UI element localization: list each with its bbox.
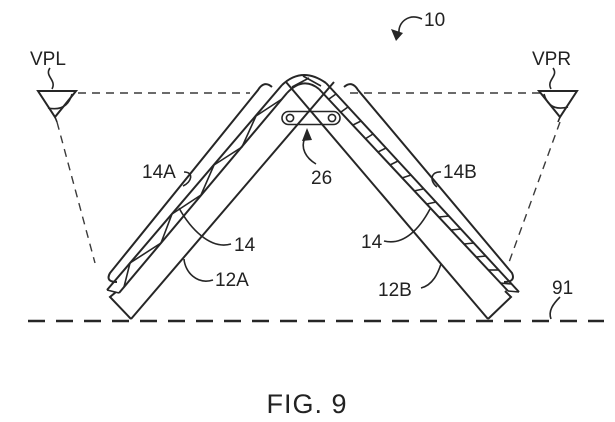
left-display-end-cut bbox=[106, 289, 120, 294]
right-housing-inner-edge bbox=[285, 81, 489, 320]
left-housing-bottom-cut bbox=[108, 291, 132, 320]
right-housing-bottom-cut bbox=[487, 290, 513, 320]
hinge-pivot-left bbox=[285, 113, 295, 123]
leader-26-arrow bbox=[302, 137, 317, 165]
sight-line-right-diagonal bbox=[507, 121, 561, 266]
display-bend-outer-arc bbox=[281, 74, 327, 86]
label-vpl: VPL bbox=[30, 49, 66, 70]
right-display-hatch bbox=[328, 93, 512, 285]
left-panel bbox=[106, 81, 335, 320]
hinge-pivot-right bbox=[327, 113, 337, 123]
hinge-link-capsule bbox=[281, 110, 341, 126]
right-display-end-cut bbox=[507, 290, 520, 293]
right-display-outer-edge bbox=[325, 82, 520, 293]
leader-14-left bbox=[178, 207, 232, 246]
label-14b: 14B bbox=[443, 162, 477, 183]
leader-vpr bbox=[549, 67, 556, 90]
label-91: 91 bbox=[552, 278, 573, 299]
figure-caption: FIG. 9 bbox=[266, 389, 347, 419]
leader-14-right bbox=[383, 208, 431, 243]
label-10: 10 bbox=[424, 10, 445, 31]
right-display-inner-edge bbox=[318, 88, 509, 292]
viewpoint-right-eye-icon bbox=[536, 90, 579, 123]
sight-line-left-diagonal bbox=[56, 121, 96, 264]
label-26: 26 bbox=[311, 168, 332, 189]
viewpoint-left-eye-icon bbox=[36, 90, 79, 123]
leader-91 bbox=[549, 296, 561, 320]
display-bend-inner-arc bbox=[286, 82, 320, 94]
right-panel bbox=[285, 81, 520, 320]
apex-hatch bbox=[291, 75, 322, 88]
label-14-left: 14 bbox=[234, 235, 256, 256]
label-14a: 14A bbox=[142, 162, 176, 183]
left-display-inner-edge bbox=[118, 92, 288, 294]
label-14-right: 14 bbox=[361, 232, 383, 253]
viewpoint-sight-lines bbox=[56, 92, 561, 266]
reference-labels: VPL VPR 10 14A 14B 26 14 14 12A 12B 91 bbox=[30, 10, 573, 301]
label-12a: 12A bbox=[215, 270, 249, 291]
leader-12b bbox=[420, 263, 442, 289]
left-display-outer-edge bbox=[106, 84, 283, 291]
leader-lines bbox=[47, 16, 561, 320]
leader-vpl bbox=[47, 67, 54, 90]
left-housing-inner-edge bbox=[130, 81, 335, 320]
arrowhead-10 bbox=[391, 29, 403, 41]
left-display-hatch bbox=[123, 98, 283, 288]
arrowhead-26 bbox=[302, 128, 312, 141]
leader-12a bbox=[183, 258, 214, 282]
cover-line-14a bbox=[107, 83, 273, 283]
leader-10-arrow bbox=[398, 16, 423, 34]
leader-14a bbox=[182, 171, 192, 187]
leader-14b bbox=[431, 171, 442, 188]
label-vpr: VPR bbox=[532, 49, 571, 70]
label-12b: 12B bbox=[378, 280, 412, 301]
hinge-apex bbox=[281, 74, 341, 126]
